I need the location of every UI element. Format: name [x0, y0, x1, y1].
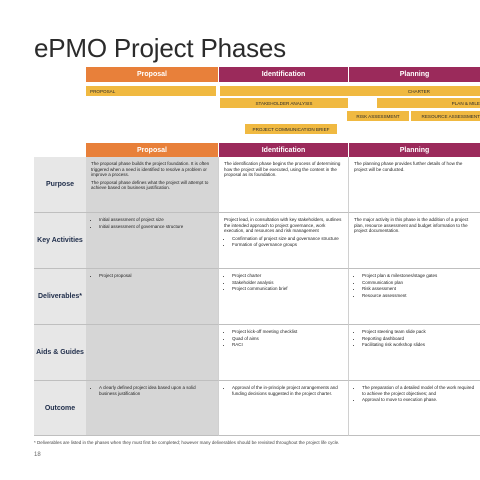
list-item: Project steering team slide pack — [362, 329, 475, 335]
list-item: Quad of aims — [232, 336, 343, 342]
list-item: The preparation of a detailed model of t… — [362, 385, 475, 396]
aids-proposal-cell — [86, 325, 218, 381]
bar-proposal: PROPOSAL — [86, 86, 216, 96]
key-activities-identification-text: Project lead, in consultation with key s… — [224, 217, 342, 234]
aids-planning-cell: Project steering team slide pack Reporti… — [348, 325, 480, 381]
list-item: Confirmation of project size and governa… — [232, 236, 343, 242]
page-title: ePMO Project Phases — [34, 33, 286, 63]
list-item: Project kick-off meeting checklist — [232, 329, 343, 335]
row-label-outcome: Outcome — [34, 381, 86, 436]
table-header-planning: Planning — [348, 143, 480, 157]
list-item: Risk assessment — [362, 286, 475, 292]
list-item: Project proposal — [99, 273, 213, 279]
list-item: Initial assessment of governance structu… — [99, 224, 213, 230]
deliverables-planning-cell: Project plan & milestones/stage gates Co… — [348, 269, 480, 325]
list-item: Project charter — [232, 273, 343, 279]
list-item: Facilitating risk workshop slides — [362, 342, 475, 348]
purpose-identification-cell: The identification phase begins the proc… — [218, 157, 348, 213]
table-header-identification: Identification — [218, 143, 348, 157]
list-item: Reporting dashboard — [362, 336, 475, 342]
phase-header-planning: Planning — [348, 67, 480, 82]
list-item: A clearly defined project idea based upo… — [99, 385, 213, 396]
list-item: Resource assessment — [362, 293, 475, 299]
list-item: Project plan & milestones/stage gates — [362, 273, 475, 279]
row-label-key-activities: Key Activities — [34, 213, 86, 269]
bar-communication-brief: PROJECT COMMUNICATION BRIEF — [245, 124, 337, 134]
footnote: * Deliverables are listed in the phases … — [34, 440, 340, 445]
row-label-aids-guides: Aids & Guides — [34, 325, 86, 381]
list-item: Approval of the in-principle project arr… — [232, 385, 343, 396]
outcome-identification-cell: Approval of the in-principle project arr… — [218, 381, 348, 436]
key-activities-planning-cell: The major activity in this phase is the … — [348, 213, 480, 269]
bar-charter: CHARTER — [220, 86, 480, 96]
key-activities-planning-text: The major activity in this phase is the … — [354, 217, 469, 234]
purpose-planning-cell: The planning phase provides further deta… — [348, 157, 480, 213]
row-label-purpose: Purpose — [34, 157, 86, 213]
table-header-proposal: Proposal — [86, 143, 218, 157]
phase-header-identification: Identification — [218, 67, 348, 82]
bar-stakeholder-analysis: STAKEHOLDER ANALYSIS — [220, 98, 348, 108]
purpose-planning-text: The planning phase provides further deta… — [354, 161, 463, 172]
list-item: Stakeholder analysis — [232, 280, 343, 286]
purpose-proposal-cell: The proposal phase builds the project fo… — [86, 157, 218, 213]
row-label-deliverables: Deliverables* — [34, 269, 86, 325]
list-item: RACI — [232, 342, 343, 348]
list-item: Initial assessment of project size — [99, 217, 213, 223]
purpose-proposal-text-2: The proposal phase defines what the proj… — [91, 179, 209, 191]
deliverables-proposal-cell: Project proposal — [86, 269, 218, 325]
outcome-planning-cell: The preparation of a detailed model of t… — [348, 381, 480, 436]
outcome-proposal-cell: A clearly defined project idea based upo… — [86, 381, 218, 436]
phase-header-proposal: Proposal — [86, 67, 218, 82]
key-activities-proposal-cell: Initial assessment of project size Initi… — [86, 213, 218, 269]
aids-identification-cell: Project kick-off meeting checklist Quad … — [218, 325, 348, 381]
list-item: Communication plan — [362, 280, 475, 286]
bar-resource-assessment: RESOURCE ASSESSMENT — [411, 111, 480, 121]
bar-risk-assessment: RISK ASSESSMENT — [347, 111, 409, 121]
bar-plan-milestones: PLAN & MILE — [377, 98, 480, 108]
list-item: Approval to move to execution phase. — [362, 397, 475, 403]
list-item: Formation of governance groups — [232, 242, 343, 248]
list-item: Project communication brief — [232, 286, 343, 292]
purpose-proposal-text-1: The proposal phase builds the project fo… — [91, 161, 210, 178]
page-number: 18 — [34, 452, 41, 458]
key-activities-identification-cell: Project lead, in consultation with key s… — [218, 213, 348, 269]
purpose-identification-text: The identification phase begins the proc… — [224, 161, 341, 178]
deliverables-identification-cell: Project charter Stakeholder analysis Pro… — [218, 269, 348, 325]
